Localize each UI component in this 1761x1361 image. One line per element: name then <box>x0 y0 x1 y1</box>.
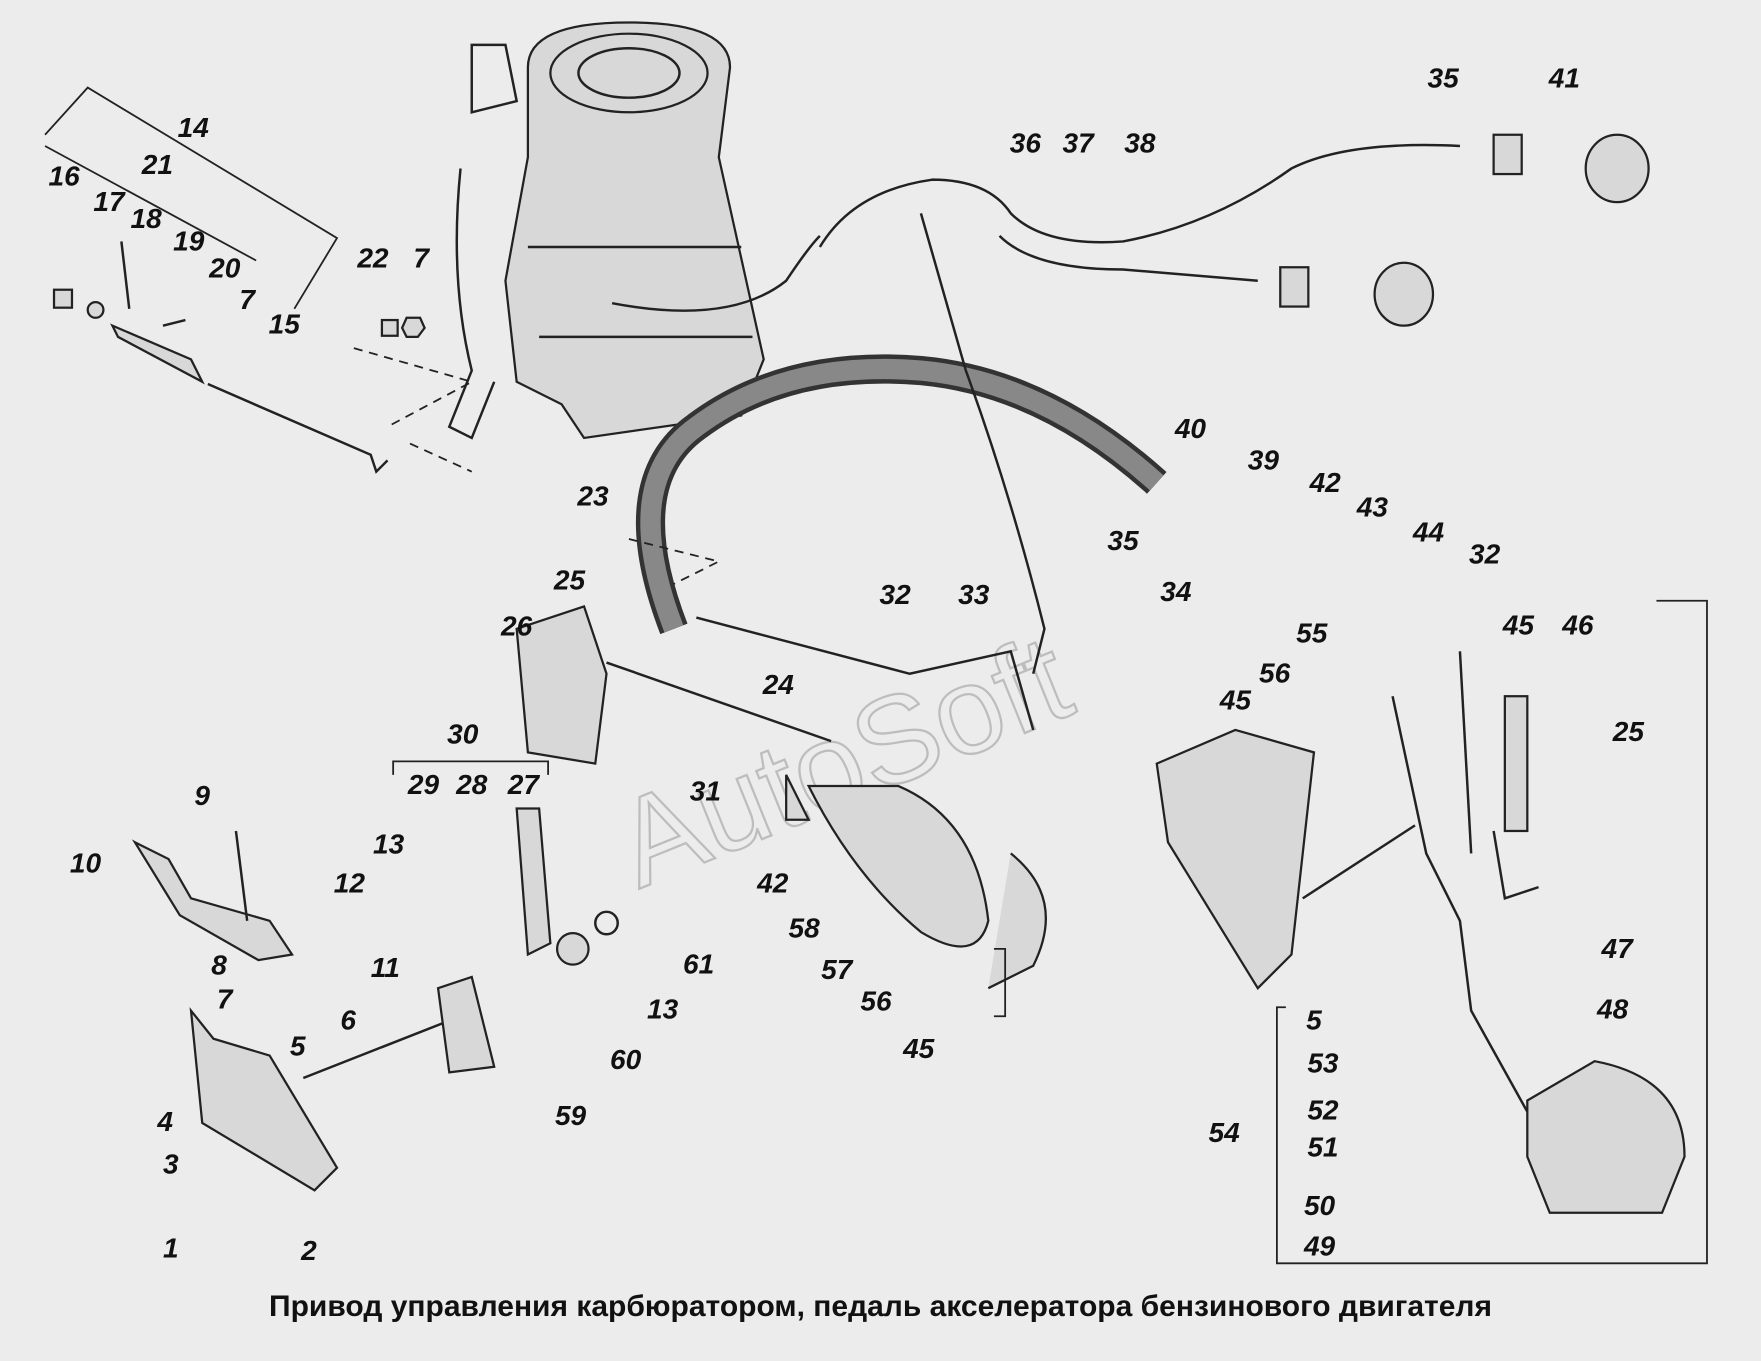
part-label-48: 48 <box>1596 994 1629 1025</box>
part-label-37: 37 <box>1063 128 1096 159</box>
part-label-19: 19 <box>173 225 205 256</box>
pedal-linkage <box>515 538 1047 990</box>
accelerator-pedal <box>1155 651 1686 1214</box>
rod-assembly <box>44 86 475 474</box>
assembly-bracket-30 <box>392 760 550 775</box>
part-label-23: 23 <box>576 480 609 511</box>
part-label-14: 14 <box>178 112 210 143</box>
assembly-bracket-54 <box>1275 599 1708 1265</box>
choke-cables <box>611 133 1650 327</box>
part-label-44: 44 <box>1412 516 1445 547</box>
part-label-17: 17 <box>93 186 126 217</box>
part-label-16: 16 <box>49 160 81 191</box>
bracket-56-45 <box>993 947 1007 1018</box>
rod <box>919 213 1046 675</box>
part-label-7: 7 <box>239 284 256 315</box>
part-label-10: 10 <box>70 848 102 879</box>
part-label-6: 6 <box>340 1005 356 1036</box>
part-label-33: 33 <box>958 579 990 610</box>
part-label-28: 28 <box>455 769 488 800</box>
part-label-30: 30 <box>447 718 479 749</box>
part-label-5: 5 <box>290 1031 306 1062</box>
part-label-57: 57 <box>821 954 854 985</box>
part-label-32: 32 <box>1469 539 1501 570</box>
part-label-43: 43 <box>1356 492 1389 523</box>
part-label-24: 24 <box>762 669 795 700</box>
part-label-21: 21 <box>141 149 173 180</box>
part-label-42: 42 <box>756 868 789 899</box>
part-label-56: 56 <box>860 986 892 1017</box>
part-label-29: 29 <box>407 769 440 800</box>
part-label-7: 7 <box>217 983 234 1014</box>
part-label-4: 4 <box>156 1106 173 1137</box>
part-label-52: 52 <box>1307 1095 1339 1126</box>
part-label-13: 13 <box>647 994 679 1025</box>
part-label-45: 45 <box>1219 685 1252 716</box>
part-label-3: 3 <box>163 1148 179 1179</box>
shaft-assembly <box>131 807 619 1192</box>
part-label-32: 32 <box>879 579 911 610</box>
part-label-40: 40 <box>1174 413 1207 444</box>
part-label-51: 51 <box>1307 1132 1338 1163</box>
part-label-1: 1 <box>163 1233 179 1264</box>
part-label-15: 15 <box>269 309 301 340</box>
part-label-2: 2 <box>300 1235 317 1266</box>
part-label-41: 41 <box>1548 63 1580 94</box>
part-label-36: 36 <box>1010 128 1042 159</box>
part-label-25: 25 <box>1612 716 1645 747</box>
part-label-22: 22 <box>356 242 389 273</box>
part-label-39: 39 <box>1248 444 1280 475</box>
part-label-53: 53 <box>1307 1047 1339 1078</box>
part-label-61: 61 <box>683 949 714 980</box>
part-label-25: 25 <box>553 565 586 596</box>
part-label-7: 7 <box>413 242 430 273</box>
part-label-54: 54 <box>1209 1117 1241 1148</box>
part-label-5: 5 <box>1306 1005 1322 1036</box>
part-label-49: 49 <box>1303 1230 1336 1261</box>
part-label-35: 35 <box>1427 63 1459 94</box>
part-label-46: 46 <box>1561 609 1594 640</box>
part-label-56: 56 <box>1259 658 1291 689</box>
part-label-31: 31 <box>690 776 721 807</box>
part-label-13: 13 <box>373 828 405 859</box>
part-label-9: 9 <box>194 780 210 811</box>
diagram-title: Привод управления карбюратором, педаль а… <box>269 1290 1492 1323</box>
part-label-8: 8 <box>211 950 227 981</box>
part-label-55: 55 <box>1296 617 1328 648</box>
part-label-26: 26 <box>500 611 533 642</box>
part-label-38: 38 <box>1124 128 1156 159</box>
part-label-11: 11 <box>371 952 400 983</box>
part-label-27: 27 <box>507 769 541 800</box>
part-label-45: 45 <box>902 1033 935 1064</box>
part-label-47: 47 <box>1601 933 1635 964</box>
part-label-34: 34 <box>1160 576 1192 607</box>
carburetor <box>447 21 765 440</box>
part-label-60: 60 <box>610 1044 642 1075</box>
part-label-18: 18 <box>130 203 162 234</box>
part-label-58: 58 <box>789 913 821 944</box>
part-label-12: 12 <box>334 868 366 899</box>
part-label-20: 20 <box>208 252 241 283</box>
part-label-50: 50 <box>1304 1190 1336 1221</box>
part-label-42: 42 <box>1309 467 1342 498</box>
part-label-45: 45 <box>1502 609 1535 640</box>
part-label-35: 35 <box>1107 525 1139 556</box>
part-label-59: 59 <box>555 1100 587 1131</box>
